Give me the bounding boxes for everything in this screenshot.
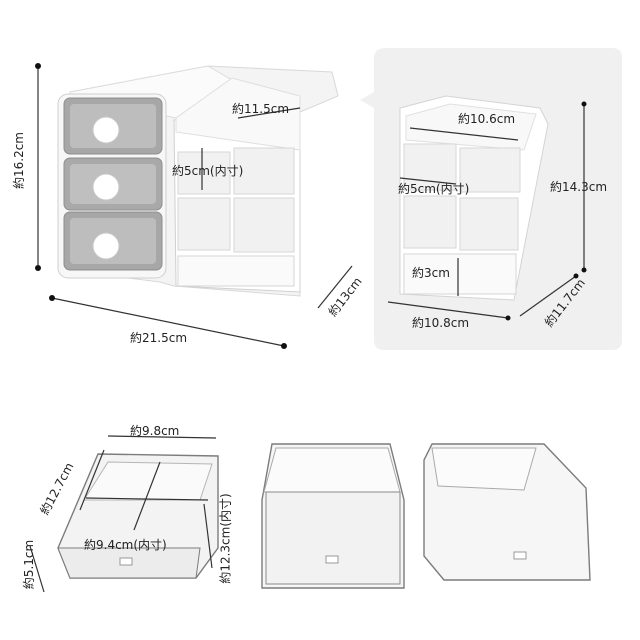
detail-cell-inner-label: 約5cm(内寸) <box>398 182 470 196</box>
drawer-width-label: 約9.8cm <box>130 424 180 438</box>
drawer-view-1 <box>57 453 219 579</box>
drawer-tower <box>57 65 339 297</box>
detail-dimension-lines <box>387 104 585 319</box>
detail-top-width-label: 約10.6cm <box>458 112 516 126</box>
organizer-section <box>173 77 301 293</box>
drawer-inner-length-label: 約12.3cm(内寸) <box>218 493 233 584</box>
drawer-height-label: 約5.1cm <box>22 539 37 590</box>
detail-panel <box>360 48 622 350</box>
organizer-cell-inner-label: 約5cm(内寸) <box>172 164 244 178</box>
detail-height-label: 約14.3cm <box>550 180 608 194</box>
main-dimension-lines <box>37 66 353 347</box>
overall-width-label: 約21.5cm <box>130 331 188 345</box>
drawer-inner-width-label: 約9.4cm(内寸) <box>84 538 167 552</box>
overall-height-label: 約16.2cm <box>12 131 27 190</box>
drawer-view-2 <box>261 443 405 589</box>
drawer-dimension-lines <box>29 435 217 593</box>
drawer-view-3 <box>423 443 591 581</box>
detail-bottom-gap-label: 約3cm <box>412 266 450 280</box>
detail-width-label: 約10.8cm <box>412 316 470 330</box>
organizer-top-width-label: 約11.5cm <box>232 102 290 116</box>
